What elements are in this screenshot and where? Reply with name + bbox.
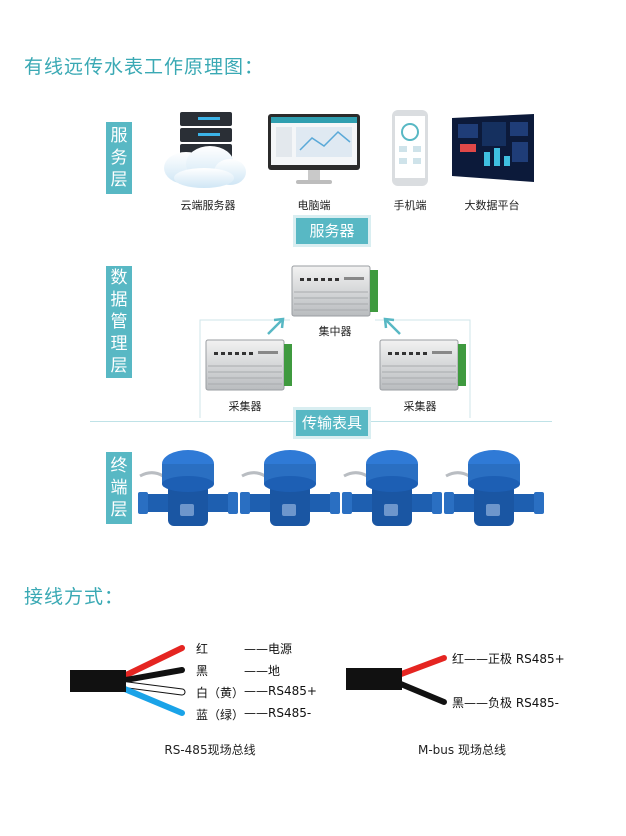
rs485-caption: RS-485现场总线 bbox=[164, 743, 256, 757]
rs485-meaning-plus: ——RS485+ bbox=[244, 684, 317, 698]
mbus-label-positive: 红——正极 RS485+ bbox=[452, 652, 565, 666]
layer-char: 务 bbox=[110, 148, 128, 168]
layer-label-terminal: 终 端 层 bbox=[106, 452, 132, 524]
layer-char: 据 bbox=[110, 290, 128, 310]
wire-black bbox=[393, 679, 447, 705]
concentrator-device-icon bbox=[291, 265, 378, 317]
caption-bigdata: 大数据平台 bbox=[464, 199, 520, 212]
caption-concentrator: 集中器 bbox=[318, 325, 352, 338]
layer-char: 层 bbox=[110, 170, 128, 190]
rs485-cable-diagram bbox=[70, 645, 186, 716]
rs485-color-white: 白（黄） bbox=[196, 686, 245, 700]
section-title-wiring: 接线方式： bbox=[24, 586, 125, 608]
caption-collector-left: 采集器 bbox=[228, 400, 262, 413]
network-connectors bbox=[199, 317, 471, 418]
cloud-server-icon bbox=[164, 112, 246, 188]
rs485-color-red: 红 bbox=[196, 642, 209, 656]
collector-left-device-icon bbox=[205, 339, 292, 391]
caption-pc: 电脑端 bbox=[297, 199, 331, 212]
wire-red bbox=[117, 645, 185, 681]
rs485-meaning-minus: ——RS485- bbox=[244, 706, 312, 720]
wire-black bbox=[117, 667, 185, 684]
cable-sheath bbox=[70, 670, 126, 692]
mbus-cable-diagram bbox=[346, 655, 447, 705]
water-meter-icon bbox=[138, 450, 238, 526]
caption-phone: 手机端 bbox=[393, 199, 427, 212]
layer-char: 管 bbox=[110, 312, 128, 332]
cable-sheath bbox=[346, 668, 402, 690]
layer-char: 端 bbox=[110, 478, 128, 498]
monitor-icon bbox=[268, 114, 360, 184]
layer-char: 层 bbox=[110, 356, 128, 376]
phone-icon bbox=[392, 110, 428, 186]
rs485-color-black: 黑 bbox=[196, 664, 209, 678]
layer-char: 终 bbox=[110, 456, 128, 476]
layer-label-service: 服 务 层 bbox=[106, 122, 132, 194]
mbus-caption: M-bus 现场总线 bbox=[418, 743, 506, 757]
layer-char: 数 bbox=[110, 268, 128, 288]
layer-char: 层 bbox=[110, 500, 128, 520]
bigdata-screen-icon bbox=[452, 114, 534, 182]
wire-red bbox=[393, 655, 447, 679]
caption-collector-right: 采集器 bbox=[403, 400, 437, 413]
rs485-meaning-ground: ——地 bbox=[244, 664, 281, 678]
wire-blue bbox=[117, 684, 185, 716]
water-meter-icon bbox=[342, 450, 442, 526]
layer-label-data-management: 数 据 管 理 层 bbox=[106, 266, 132, 378]
water-meter-icon bbox=[444, 450, 544, 526]
collector-right-device-icon bbox=[379, 339, 466, 391]
server-tag: 服务器 bbox=[296, 218, 368, 244]
rs485-color-blue: 蓝（绿） bbox=[196, 708, 245, 722]
layer-char: 理 bbox=[110, 334, 128, 354]
section-title-principle: 有线远传水表工作原理图： bbox=[24, 56, 265, 78]
layer-char: 服 bbox=[110, 126, 128, 146]
water-meter-icon bbox=[240, 450, 340, 526]
caption-cloud: 云端服务器 bbox=[180, 199, 236, 212]
wire-white bbox=[117, 681, 185, 695]
transmit-tag: 传输表具 bbox=[296, 410, 368, 436]
mbus-label-negative: 黑——负极 RS485- bbox=[452, 696, 560, 710]
rs485-meaning-power: ——电源 bbox=[244, 642, 293, 656]
